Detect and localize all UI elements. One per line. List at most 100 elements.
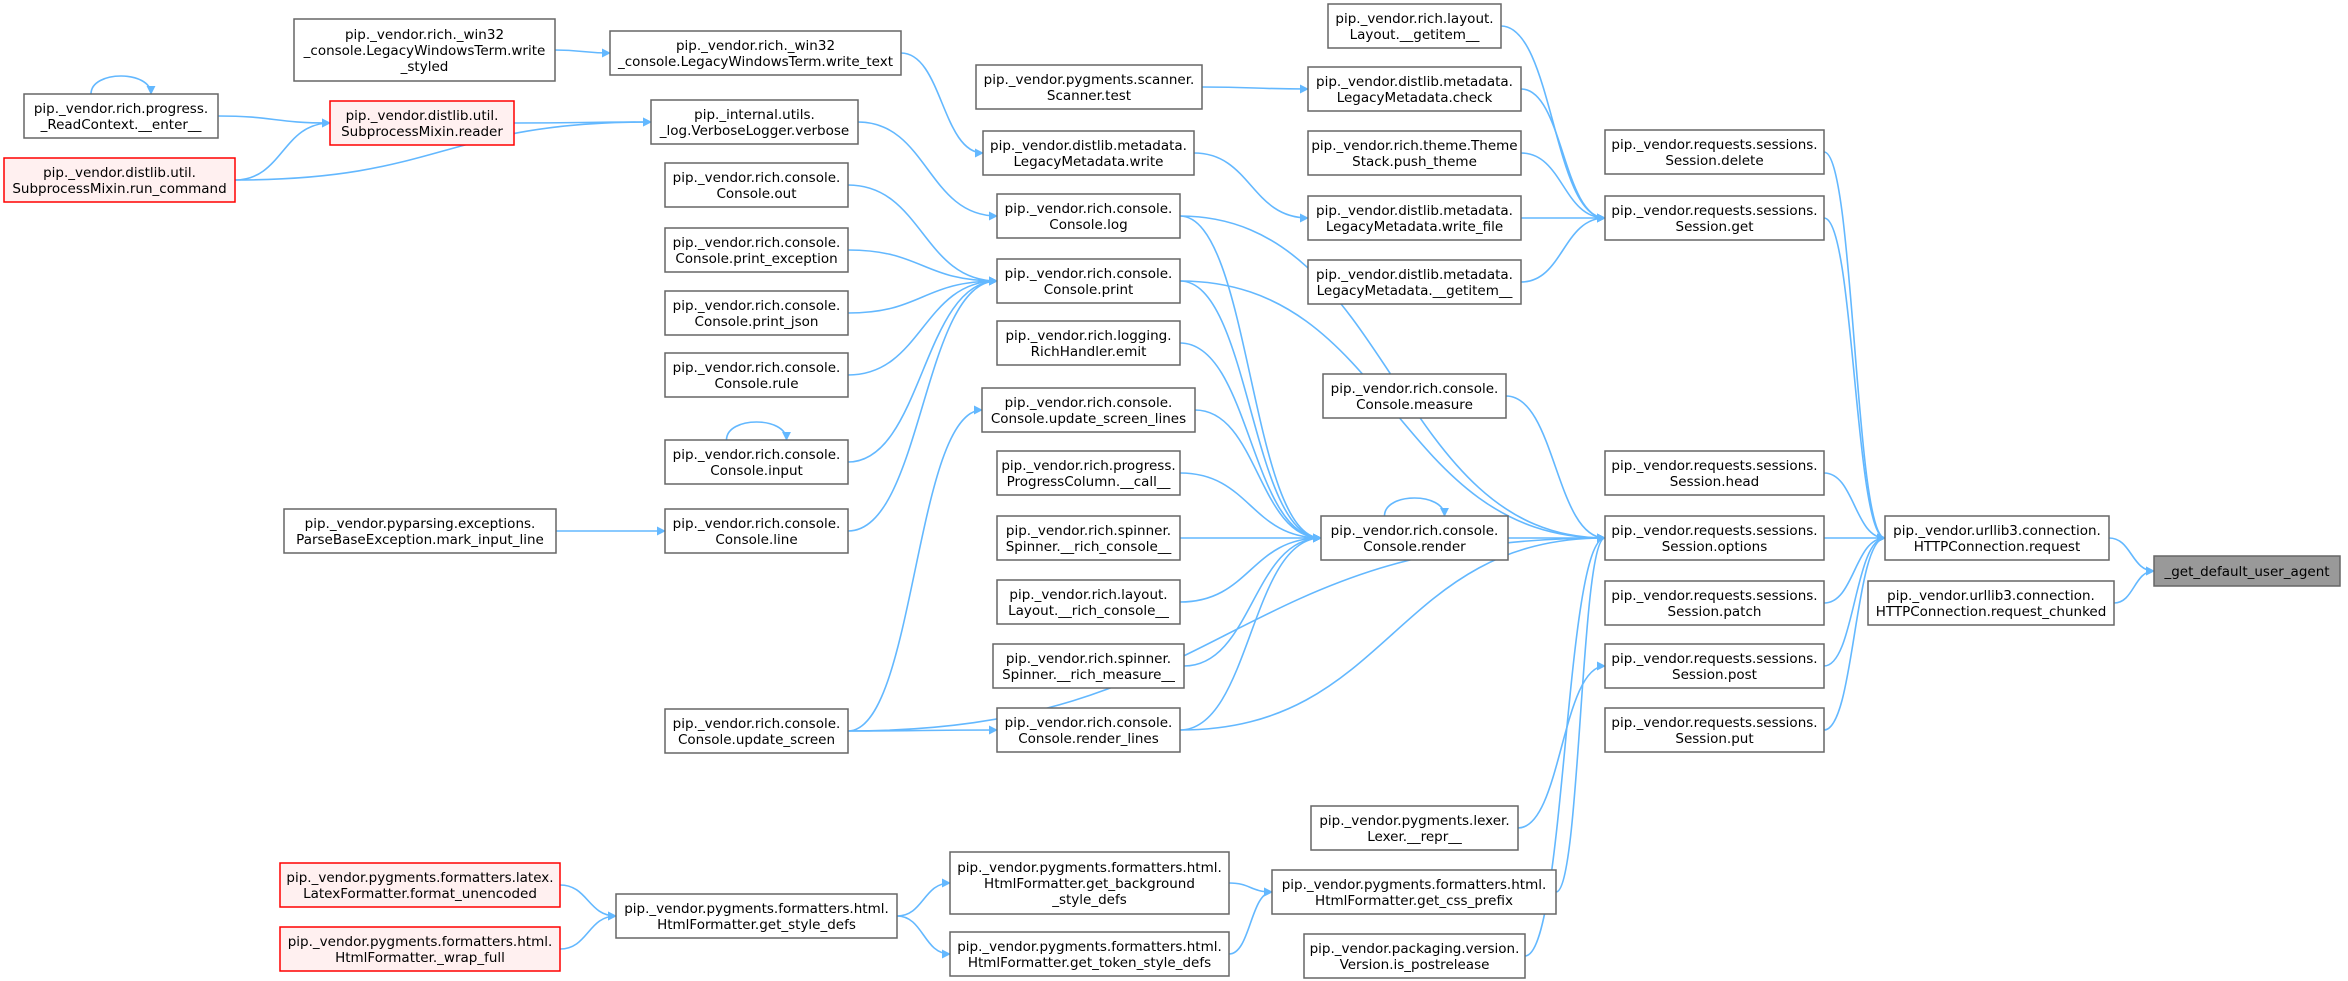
node-subprocessmixin-run-command[interactable]: pip._vendor.distlib.util.SubprocessMixin…: [3, 157, 236, 203]
node-console-line[interactable]: pip._vendor.rich.console.Console.line: [664, 508, 849, 554]
node-legacymetadata-write[interactable]: pip._vendor.distlib.metadata.LegacyMetad…: [982, 130, 1195, 176]
node-console-print[interactable]: pip._vendor.rich.console.Console.print: [996, 258, 1181, 304]
node-label-line: pip._vendor.urllib3.connection.: [1893, 523, 2101, 539]
node-label-line: Console.measure: [1356, 397, 1473, 413]
node-label-line: pip._vendor.rich.progress.: [34, 101, 208, 117]
node-box: [329, 100, 515, 146]
node-htmlformatter-wrap-full[interactable]: pip._vendor.pygments.formatters.html.Htm…: [279, 926, 561, 972]
node-parsebaseexception-mark-input-line[interactable]: pip._vendor.pyparsing.exceptions.ParseBa…: [283, 508, 557, 554]
node-console-print-json[interactable]: pip._vendor.rich.console.Console.print_j…: [664, 290, 849, 336]
node-console-out[interactable]: pip._vendor.rich.console.Console.out: [664, 162, 849, 208]
node-label-line: LegacyMetadata.write_file: [1326, 219, 1503, 235]
node-label-line: Console.log: [1049, 217, 1127, 233]
node-label-line: pip._vendor.rich.console.: [673, 360, 841, 376]
node-layout-getitem[interactable]: pip._vendor.rich.layout.Layout.__getitem…: [1327, 3, 1502, 49]
node-legacywindowsterm-write-styled[interactable]: pip._vendor.rich._win32_console.LegacyWi…: [293, 18, 556, 82]
node-progresscolumn-call[interactable]: pip._vendor.rich.progress.ProgressColumn…: [996, 450, 1181, 496]
node-box: [1604, 707, 1825, 753]
node-box: [981, 387, 1196, 433]
node-box: [1303, 933, 1526, 979]
node-lexer-repr[interactable]: pip._vendor.pygments.lexer.Lexer.__repr_…: [1310, 805, 1519, 851]
node-legacymetadata-write-file[interactable]: pip._vendor.distlib.metadata.LegacyMetad…: [1307, 195, 1522, 241]
node-get-default-user-agent[interactable]: _get_default_user_agent: [2153, 555, 2341, 587]
edge-console-render-to-console-render: [1383, 497, 1449, 517]
node-box: [23, 93, 219, 139]
node-box: [1604, 195, 1825, 241]
node-label-line: HtmlFormatter.get_background: [984, 876, 1195, 892]
node-label-line: RichHandler.emit: [1031, 344, 1147, 360]
node-box: [664, 162, 849, 208]
node-console-measure[interactable]: pip._vendor.rich.console.Console.measure: [1322, 373, 1507, 419]
node-spinner-rich-console[interactable]: pip._vendor.rich.spinner.Spinner.__rich_…: [996, 515, 1181, 561]
node-label-line: SubprocessMixin.reader: [341, 124, 503, 140]
node-latexformatter-format-unencoded[interactable]: pip._vendor.pygments.formatters.latex.La…: [279, 862, 561, 908]
node-session-put[interactable]: pip._vendor.requests.sessions.Session.pu…: [1604, 707, 1825, 753]
node-label-line: Spinner.__rich_measure__: [1002, 667, 1175, 683]
node-box: [283, 508, 557, 554]
node-console-input[interactable]: pip._vendor.rich.console.Console.input: [664, 439, 849, 485]
node-verboselogger-verbose[interactable]: pip._internal.utils._log.VerboseLogger.v…: [650, 99, 859, 145]
node-legacywindowsterm-write-text[interactable]: pip._vendor.rich._win32_console.LegacyWi…: [609, 30, 902, 76]
node-label-line: pip._vendor.rich.console.: [673, 516, 841, 532]
node-session-get[interactable]: pip._vendor.requests.sessions.Session.ge…: [1604, 195, 1825, 241]
edge-readcontext-enter-to-subprocessmixin-reader: [217, 115, 331, 128]
node-console-log[interactable]: pip._vendor.rich.console.Console.log: [996, 193, 1181, 239]
edge-session-head-to-httpconnection-request: [1823, 472, 1886, 543]
node-version-is-postrelease[interactable]: pip._vendor.packaging.version.Version.is…: [1303, 933, 1526, 979]
node-label-line: Stack.push_theme: [1352, 154, 1477, 170]
node-subprocessmixin-reader[interactable]: pip._vendor.distlib.util.SubprocessMixin…: [329, 100, 515, 146]
node-label-line: pip._vendor.pygments.formatters.html.: [957, 860, 1222, 876]
node-session-options[interactable]: pip._vendor.requests.sessions.Session.op…: [1604, 515, 1825, 561]
node-session-delete[interactable]: pip._vendor.requests.sessions.Session.de…: [1604, 129, 1825, 175]
node-session-post[interactable]: pip._vendor.requests.sessions.Session.po…: [1604, 643, 1825, 689]
node-legacymetadata-check[interactable]: pip._vendor.distlib.metadata.LegacyMetad…: [1307, 66, 1522, 112]
node-console-render[interactable]: pip._vendor.rich.console.Console.render: [1320, 515, 1509, 561]
node-console-rule[interactable]: pip._vendor.rich.console.Console.rule: [664, 352, 849, 398]
node-session-head[interactable]: pip._vendor.requests.sessions.Session.he…: [1604, 450, 1825, 496]
node-console-print-exception[interactable]: pip._vendor.rich.console.Console.print_e…: [664, 227, 849, 273]
edge-htmlformatter-wrap-full-to-htmlformatter-get-style-defs: [559, 911, 617, 950]
node-label-line: pip._vendor.pygments.formatters.html.: [288, 934, 553, 950]
edge-subprocessmixin-run-command-to-verboselogger-verbose: [234, 117, 652, 181]
node-label-line: pip._vendor.packaging.version.: [1310, 941, 1520, 957]
node-box: [1884, 515, 2110, 561]
node-label-line: SubprocessMixin.run_command: [12, 181, 226, 197]
node-console-render-lines[interactable]: pip._vendor.rich.console.Console.render_…: [996, 707, 1181, 753]
node-label-line: pip._vendor.requests.sessions.: [1611, 137, 1817, 153]
edge-layout-getitem-to-session-get: [1500, 25, 1606, 223]
node-httpconnection-request-chunked[interactable]: pip._vendor.urllib3.connection.HTTPConne…: [1867, 580, 2115, 626]
node-htmlformatter-get-css-prefix[interactable]: pip._vendor.pygments.formatters.html.Htm…: [1271, 869, 1557, 915]
node-box: [615, 893, 898, 939]
edge-readcontext-enter-to-readcontext-enter: [90, 75, 156, 95]
node-label-line: _get_default_user_agent: [2163, 564, 2329, 580]
node-scanner-test[interactable]: pip._vendor.pygments.scanner.Scanner.tes…: [975, 64, 1203, 110]
node-htmlformatter-get-background-style-defs[interactable]: pip._vendor.pygments.formatters.html.Htm…: [949, 851, 1230, 915]
node-readcontext-enter[interactable]: pip._vendor.rich.progress._ReadContext._…: [23, 93, 219, 139]
node-box: [949, 931, 1230, 977]
node-legacymetadata-getitem[interactable]: pip._vendor.distlib.metadata.LegacyMetad…: [1307, 259, 1522, 305]
node-console-update-screen-lines[interactable]: pip._vendor.rich.console.Console.update_…: [981, 387, 1196, 433]
node-httpconnection-request[interactable]: pip._vendor.urllib3.connection.HTTPConne…: [1884, 515, 2110, 561]
node-label-line: Session.head: [1670, 474, 1760, 490]
node-label-line: LegacyMetadata.check: [1337, 90, 1493, 106]
node-themestack-push-theme[interactable]: pip._vendor.rich.theme.ThemeStack.push_t…: [1307, 130, 1522, 176]
node-label-line: pip._vendor.rich.progress.: [1001, 458, 1175, 474]
node-label-line: pip._vendor.rich.console.: [673, 170, 841, 186]
node-box: [982, 130, 1195, 176]
node-box: [1322, 373, 1507, 419]
edge-session-get-to-httpconnection-request: [1823, 217, 1886, 543]
node-richhandler-emit[interactable]: pip._vendor.rich.logging.RichHandler.emi…: [996, 320, 1181, 366]
node-label-line: pip._vendor.distlib.metadata.: [1316, 203, 1513, 219]
node-label-line: Console.update_screen: [678, 732, 835, 748]
node-label-line: Console.update_screen_lines: [991, 411, 1186, 427]
node-label-line: pip._vendor.rich.layout.: [1335, 11, 1493, 27]
node-spinner-rich-measure[interactable]: pip._vendor.rich.spinner.Spinner.__rich_…: [992, 643, 1185, 689]
edge-console-update-screen-to-session-options: [847, 533, 1606, 732]
node-console-update-screen[interactable]: pip._vendor.rich.console.Console.update_…: [664, 708, 849, 754]
node-htmlformatter-get-token-style-defs[interactable]: pip._vendor.pygments.formatters.html.Htm…: [949, 931, 1230, 977]
node-session-patch[interactable]: pip._vendor.requests.sessions.Session.pa…: [1604, 580, 1825, 626]
node-layout-rich-console[interactable]: pip._vendor.rich.layout.Layout.__rich_co…: [996, 579, 1181, 625]
edge-legacymetadata-getitem-to-session-get: [1520, 213, 1606, 283]
node-label-line: Console.render_lines: [1018, 731, 1159, 747]
node-htmlformatter-get-style-defs[interactable]: pip._vendor.pygments.formatters.html.Htm…: [615, 893, 898, 939]
